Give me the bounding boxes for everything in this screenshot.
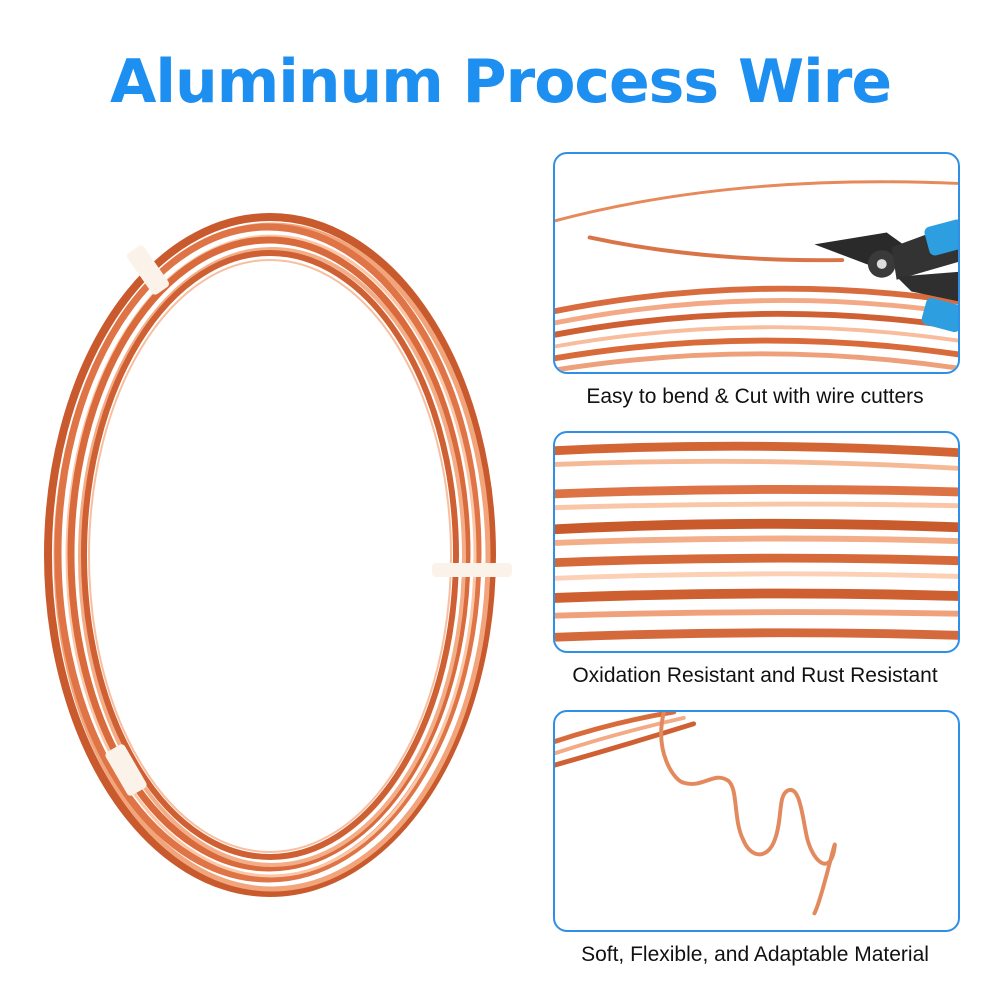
feature-panel-oxidation — [553, 431, 960, 653]
bent-wire-photo — [555, 712, 837, 916]
wire-coil-image — [44, 213, 512, 897]
page-title: Aluminum Process Wire — [109, 47, 892, 117]
cable-tie-left — [105, 744, 147, 796]
cable-tie-top — [127, 245, 169, 295]
wire-closeup-photo — [555, 441, 958, 642]
feature-caption-oxidation: Oxidation Resistant and Rust Resistant — [572, 664, 938, 687]
feature-panel-flexible — [553, 710, 960, 932]
cable-tie-right — [432, 563, 512, 577]
feature-caption-cut: Easy to bend & Cut with wire cutters — [586, 385, 924, 408]
feature-caption-flexible: Soft, Flexible, and Adaptable Material — [581, 943, 929, 966]
feature-panel-cut — [553, 152, 960, 374]
wire-cutter-photo — [555, 180, 958, 372]
